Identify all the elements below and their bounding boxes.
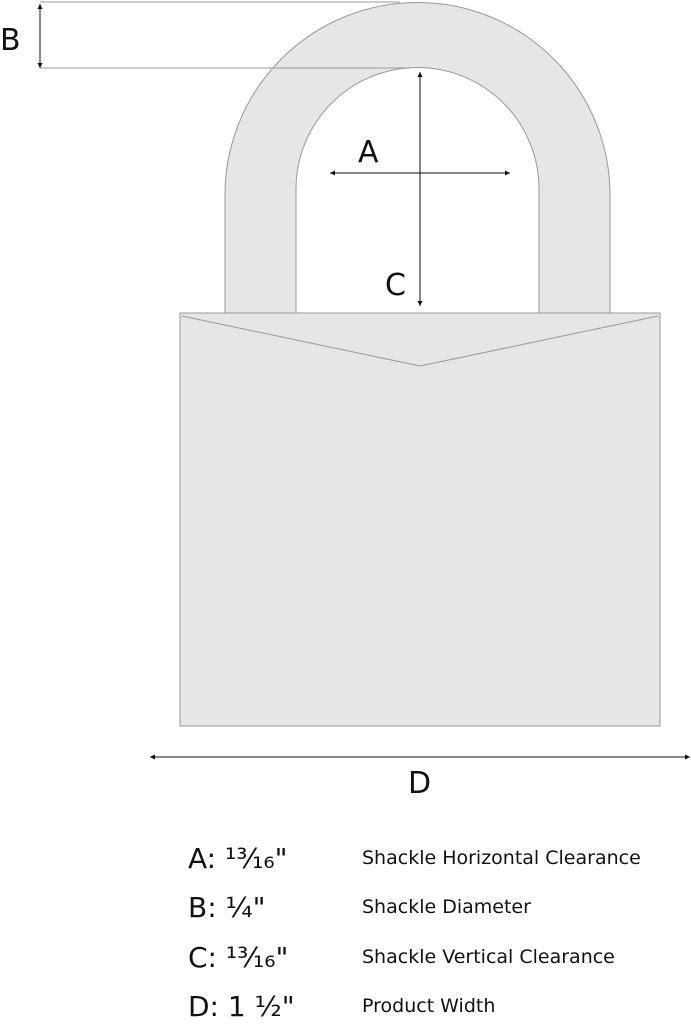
lock-body [179, 312, 661, 727]
spec-row-c: C: ¹³⁄₁₆" Shackle Vertical Clearance [188, 937, 668, 977]
spec-value: B: ¼" [188, 890, 266, 924]
label-b: B [0, 23, 21, 58]
spec-row-b: B: ¼" Shackle Diameter [188, 887, 668, 927]
spec-description: Product Width [362, 995, 496, 1017]
shackle [224, 2, 611, 314]
label-a: A [358, 135, 379, 170]
spec-description: Shackle Horizontal Clearance [362, 847, 641, 869]
spec-row-d: D: 1 ½" Product Width [188, 986, 668, 1026]
spec-row-a: A: ¹³⁄₁₆" Shackle Horizontal Clearance [188, 838, 668, 878]
spec-description: Shackle Diameter [362, 896, 531, 918]
body-bevel-line [181, 315, 659, 367]
label-d: D [408, 766, 431, 801]
spec-description: Shackle Vertical Clearance [362, 946, 615, 968]
label-c: C [385, 268, 406, 303]
spec-value: C: ¹³⁄₁₆" [188, 940, 289, 974]
spec-value: D: 1 ½" [188, 989, 295, 1023]
spec-value: A: ¹³⁄₁₆" [188, 841, 288, 875]
